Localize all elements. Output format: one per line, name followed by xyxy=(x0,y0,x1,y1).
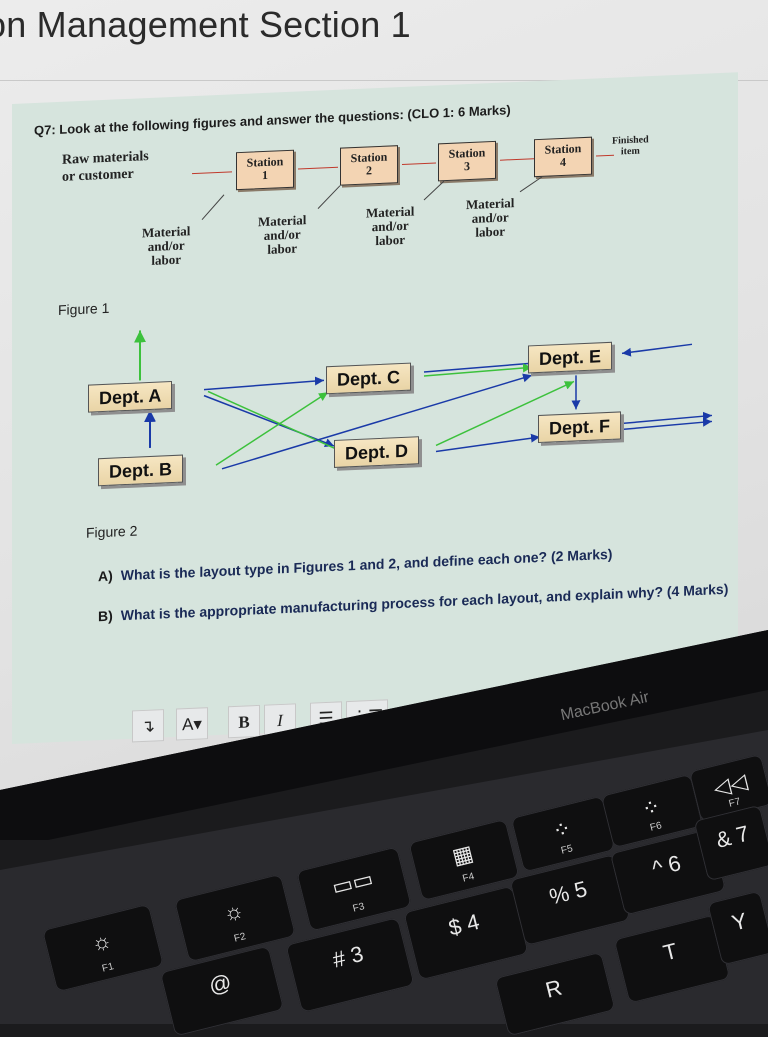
font-color-button[interactable]: A▾ xyxy=(176,707,208,741)
question-part-a: A) What is the layout type in Figures 1 a… xyxy=(98,546,612,584)
dept-d-box: Dept. D xyxy=(334,436,419,468)
dept-b-box: Dept. B xyxy=(98,454,183,487)
dept-c-box: Dept. C xyxy=(326,362,411,395)
figure-2-caption: Figure 2 xyxy=(86,522,138,541)
key-glyph: # 3 xyxy=(330,940,366,973)
divider xyxy=(0,80,768,81)
key-glyph: $ 4 xyxy=(446,908,482,941)
bold-button[interactable]: B xyxy=(228,704,260,739)
question-panel: Q7: Look at the following figures and an… xyxy=(12,72,738,745)
dept-a-box: Dept. A xyxy=(88,380,173,413)
part-text: What is the appropriate manufacturing pr… xyxy=(120,580,729,624)
key-glyph: % 5 xyxy=(546,875,590,910)
page-title: on Management Section 1 xyxy=(0,4,411,45)
part-text: What is the layout type in Figures 1 and… xyxy=(120,545,613,584)
part-tag: B) xyxy=(98,607,113,625)
key-glyph: T xyxy=(660,938,680,966)
dept-e-box: Dept. E xyxy=(528,341,613,374)
paragraph-style-button[interactable]: ↴ xyxy=(132,709,164,743)
key-glyph: & 7 xyxy=(713,820,752,854)
laptop-screen: on Management Section 1 Q7: Look at the … xyxy=(0,0,768,790)
figure2-flow-lines xyxy=(134,330,713,470)
key-glyph: Y xyxy=(729,907,750,936)
dept-f-box: Dept. F xyxy=(538,411,621,444)
part-tag: A) xyxy=(98,567,113,585)
figure1-connectors xyxy=(201,176,543,221)
question-part-b: B) What is the appropriate manufacturing … xyxy=(98,581,728,625)
